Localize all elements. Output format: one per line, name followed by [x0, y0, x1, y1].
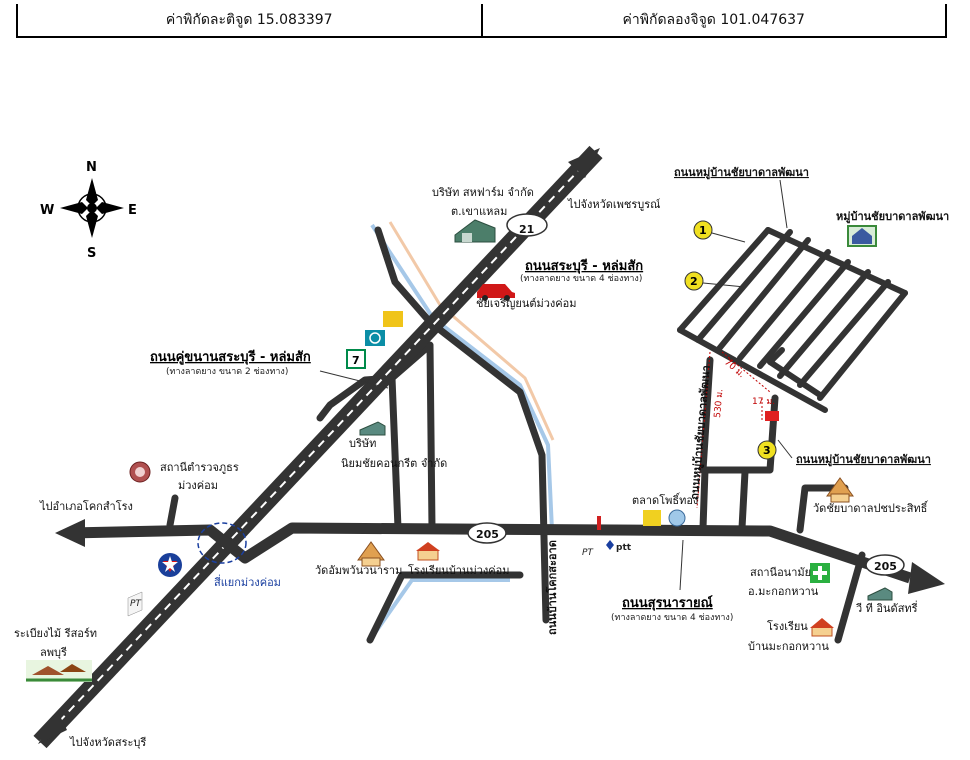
ptt-station-icon: PT ptt	[582, 516, 632, 558]
village-road-top-pointer	[779, 179, 788, 229]
distance-17: 17 ม.	[752, 397, 775, 407]
label-school-east-1: โรงเรียน	[767, 619, 808, 633]
label-police-2: ม่วงค่อม	[178, 479, 218, 492]
label-village-road-top: ถนนหมู่บ้านชัยบาดาลพัฒนา	[674, 166, 809, 180]
label-village-road-vertical: ถนนหมู่บ้านชัยบาดาลพัฒนา	[688, 365, 714, 501]
label-saraburi-lomsak: ถนนสระบุรี - หล่มสัก	[525, 258, 643, 274]
coordinates-table: ค่าพิกัดละติจูด 15.083397 ค่าพิกัดลองจิจ…	[16, 4, 947, 38]
school-icon-east	[810, 618, 834, 637]
temple-icon-east	[826, 477, 854, 503]
police-station-icon	[129, 461, 151, 483]
temple-icon-center	[357, 541, 385, 567]
label-temple-center: วัดอัมพวันวนาราม	[315, 564, 402, 577]
label-saraburi-lomsak-sub: (ทางลาดยาง ขนาด 4 ช่องทาง)	[520, 274, 642, 284]
label-health-2: อ.มะกอกหวาน	[748, 585, 819, 598]
label-farm-company: บริษัท สหฟาร์ม จำกัด	[432, 186, 534, 199]
distance-530: 530 ม.	[713, 389, 725, 419]
compass: N S E W	[40, 160, 137, 261]
village-grid	[677, 227, 908, 413]
label-police-1: สถานีตำรวจภูธร	[160, 461, 239, 474]
label-car-dealer: ชัยเจริญยนต์ม่วงค่อม	[476, 297, 577, 310]
svg-text:2: 2	[690, 275, 698, 288]
pt-station-icon-west: PT	[127, 591, 142, 617]
svg-text:7: 7	[352, 354, 360, 367]
svg-text:PT: PT	[130, 599, 142, 609]
resort-icon	[26, 660, 92, 682]
label-village: หมู่บ้านชัยบาดาลพัฒนา	[836, 210, 949, 224]
label-school-center: โรงเรียนบ้านม่วงค่อม	[408, 563, 510, 577]
health-station-icon	[810, 563, 830, 583]
gas-station-icon	[365, 311, 403, 346]
label-resort-2: ลพบุรี	[40, 646, 67, 659]
company-building-icon	[359, 421, 386, 436]
label-to-saraburi: ไปจังหวัดสระบุรี	[69, 736, 146, 749]
svg-text:3: 3	[763, 444, 771, 457]
svg-text:PT: PT	[582, 548, 594, 558]
label-concrete-1: บริษัท	[349, 437, 376, 450]
compass-w: W	[40, 203, 54, 218]
svg-text:205: 205	[476, 528, 499, 541]
label-to-phetchabun: ไปจังหวัดเพชรบูรณ์	[567, 198, 660, 211]
caltex-station-icon	[158, 553, 182, 577]
farm-building-icon	[454, 219, 496, 243]
factory-icon	[867, 587, 893, 601]
label-temple-east: วัดชัยบาดาลปชประสิทธิ์	[813, 500, 929, 515]
label-to-khoksamrong: ไปอำเภอโคกสำโรง	[39, 499, 133, 513]
label-market: ตลาดโพธิ์ทอง	[632, 492, 698, 507]
suranarai-road	[55, 519, 945, 594]
svg-text:205: 205	[874, 560, 897, 573]
marker-1: 1	[693, 220, 746, 243]
compass-s: S	[87, 246, 96, 261]
longitude-cell: ค่าพิกัดลองจิจูด 101.047637	[480, 4, 946, 36]
route-shield-205-east: 205	[865, 554, 905, 576]
route-shield-205-center: 205	[467, 522, 507, 544]
compass-e: E	[128, 203, 137, 218]
village-house-icon	[847, 225, 877, 247]
label-parallel-road: ถนนคู่ขนานสระบุรี - หล่มสัก	[150, 349, 311, 365]
svg-text:1: 1	[699, 224, 707, 237]
label-road-south: ถนนบ้านโคกสะอาด	[545, 540, 559, 635]
suranarai-pointer	[679, 539, 684, 591]
marker-3: 3	[757, 440, 777, 460]
highway-21	[33, 145, 603, 749]
intersection-circle	[197, 522, 247, 564]
compass-n: N	[86, 160, 97, 175]
label-khao-laem: ต.เขาแหลม	[451, 205, 507, 218]
seven-eleven-icon: 7	[346, 349, 366, 369]
marker-2: 2	[684, 271, 746, 291]
market-icon	[643, 509, 686, 527]
latitude-cell: ค่าพิกัดละติจูด 15.083397	[165, 12, 333, 28]
car-icon	[477, 284, 515, 301]
label-intersection: สี่แยกม่วงค่อม	[214, 574, 281, 589]
label-tv-station: วี ที อินดัสทรี่	[855, 600, 917, 615]
village-road-right-pointer	[777, 439, 793, 459]
label-parallel-road-sub: (ทางลาดยาง ขนาด 2 ช่องทาง)	[166, 367, 288, 377]
label-school-east-2: บ้านมะกอกหวาน	[748, 640, 829, 653]
parallel-road-pointer	[319, 370, 389, 389]
svg-text:21: 21	[519, 223, 534, 236]
label-resort-1: ระเบียงไม้ รีสอร์ท	[14, 627, 97, 640]
label-health-1: สถานีอนามัย	[750, 566, 811, 579]
river-canals	[368, 221, 555, 642]
label-suranarai-sub: (ทางลาดยาง ขนาด 4 ช่องทาง)	[611, 613, 733, 623]
destination-marker	[765, 411, 779, 421]
label-suranarai: ถนนสุรนารายณ์	[622, 595, 713, 611]
label-village-road-right: ถนนหมู่บ้านชัยบาดาลพัฒนา	[796, 453, 931, 467]
school-icon-center	[416, 542, 440, 561]
label-concrete-2: นิยมชัยคอนกรีต จำกัด	[341, 457, 447, 470]
svg-text:ptt: ptt	[616, 543, 632, 553]
route-shield-21: 21	[506, 213, 548, 237]
